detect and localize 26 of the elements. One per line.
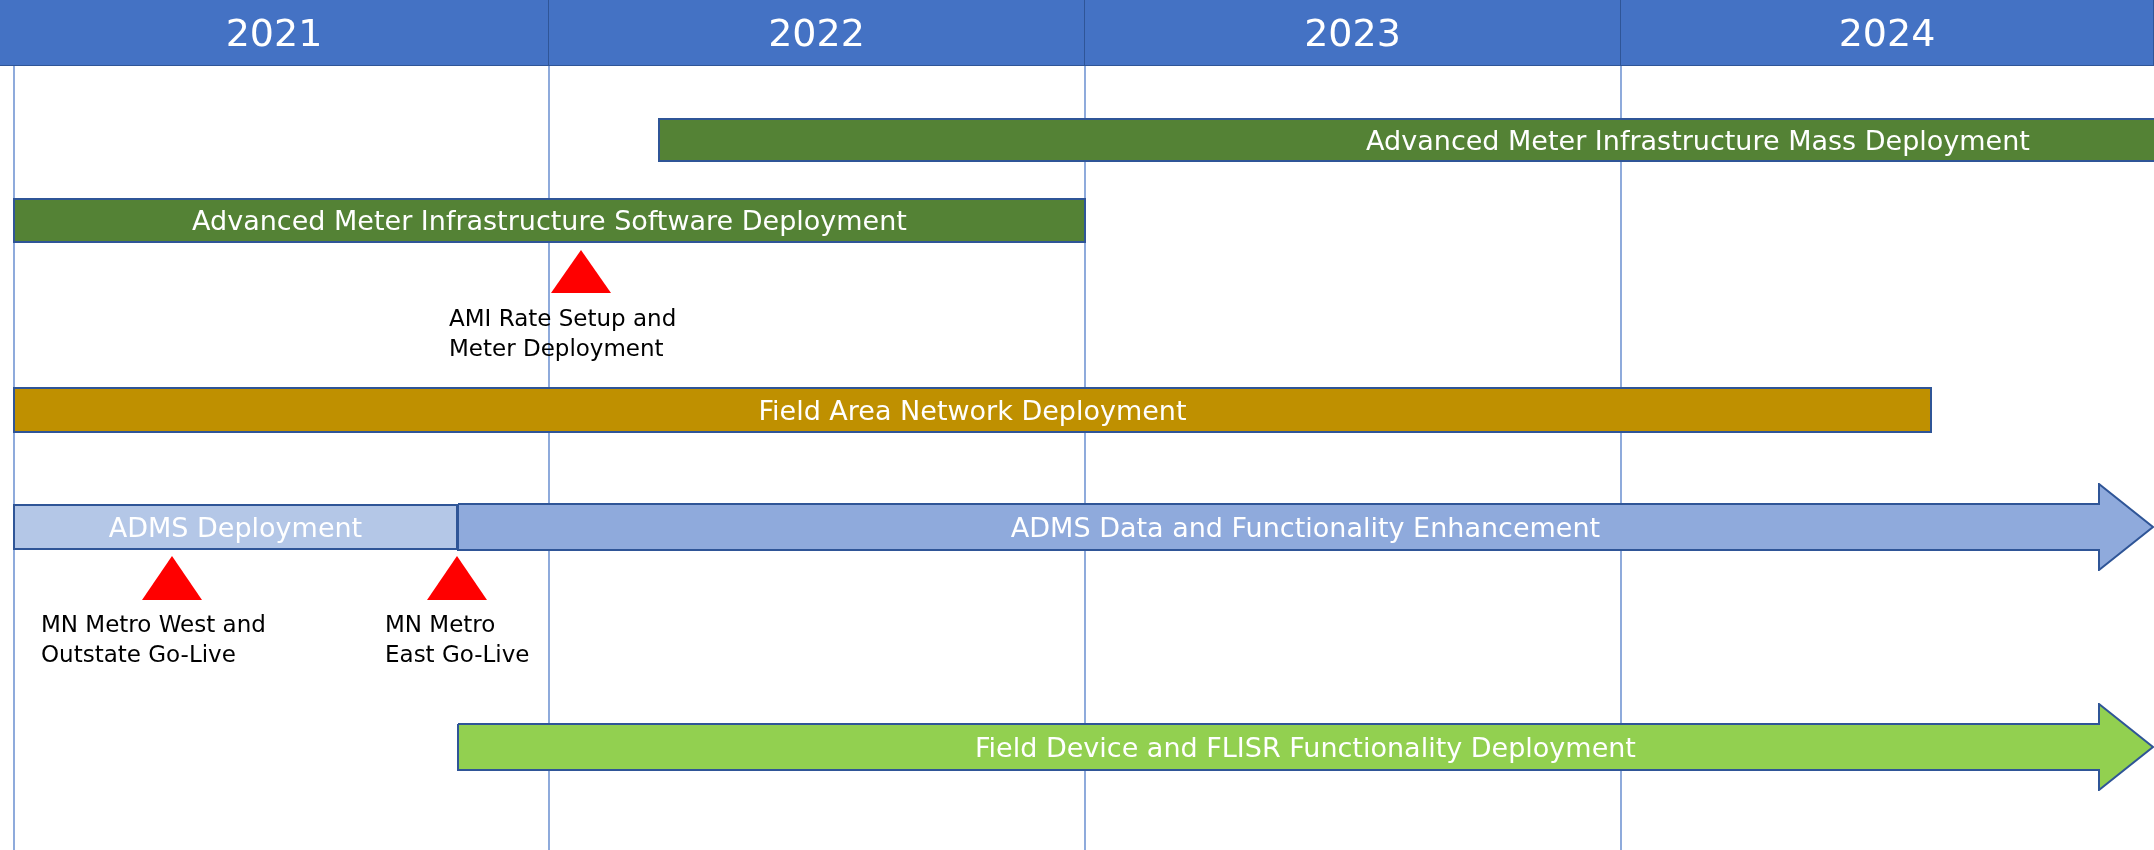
year-label: 2021 <box>225 10 323 55</box>
task-arrow <box>457 483 2154 571</box>
task-arrow <box>457 703 2154 791</box>
milestone-label: AMI Rate Setup and Meter Deployment <box>449 304 678 363</box>
task-label: Advanced Meter Infrastructure Software Deployment <box>192 205 907 236</box>
year-label: 2023 <box>1304 10 1401 55</box>
year-header <box>1085 0 1621 66</box>
task-label: ADMS Data and Functionality Enhancement <box>1010 511 1601 543</box>
year-header <box>549 0 1085 66</box>
milestone-triangle <box>427 556 487 600</box>
task-label: Field Device and FLISR Functionality Deployment <box>975 731 1636 763</box>
milestone-label: MN Metro West and Outstate Go-Live <box>41 610 267 669</box>
year-label: 2024 <box>1838 10 1936 55</box>
task-bar <box>658 118 2154 162</box>
task-label: ADMS Deployment <box>108 511 363 543</box>
task-bar <box>13 198 1086 243</box>
task-label: Field Area Network Deployment <box>758 394 1187 426</box>
year-label: 2022 <box>768 10 865 55</box>
task-label: Advanced Meter Infrastructure Mass Deployment <box>1366 124 2030 156</box>
year-header <box>0 0 549 66</box>
milestone-triangle <box>142 556 202 600</box>
milestone-triangle <box>551 250 611 293</box>
year-header <box>1621 0 2154 66</box>
milestone-label: MN Metro East Go-Live <box>385 610 531 669</box>
task-bar <box>13 387 1932 433</box>
task-bar <box>13 504 458 550</box>
